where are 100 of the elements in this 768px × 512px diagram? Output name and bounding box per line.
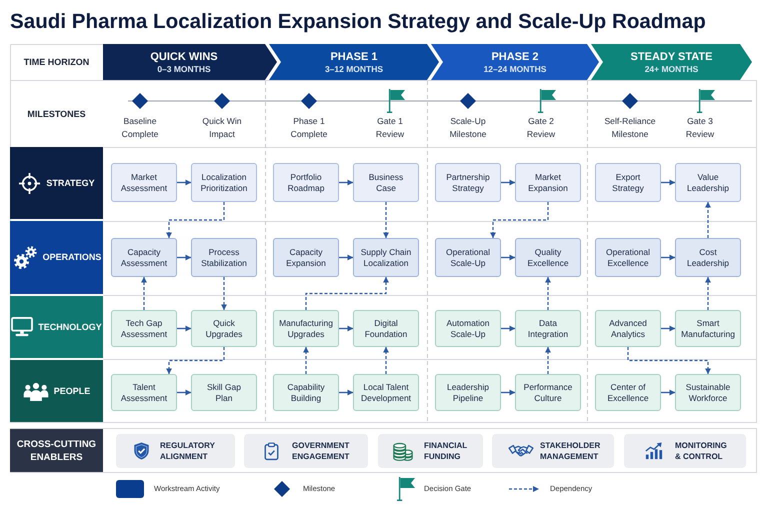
activity-box: Tech Gap Assessment (111, 310, 177, 347)
activity-box: Skill Gap Plan (191, 374, 257, 411)
activity-box: Supply Chain Localization (353, 238, 419, 277)
milestone-label: Phase 1 Complete (290, 115, 328, 140)
phase-title: PHASE 2 (491, 50, 539, 64)
activity-box: Capability Building (273, 374, 339, 411)
phase-title: STEADY STATE (630, 50, 712, 64)
phase-duration: 3–12 MONTHS (324, 64, 384, 74)
activity-box: Manufacturing Upgrades (273, 310, 339, 347)
activity-box: Smart Manufacturing (675, 310, 741, 347)
diamond-icon (132, 93, 148, 109)
activity-box: Performance Culture (515, 374, 581, 411)
enabler-label: MONITORING & CONTROL (675, 440, 728, 462)
arrow (501, 254, 516, 260)
arrow (661, 390, 676, 396)
dependency-arrow (221, 277, 227, 310)
dependency-arrow (303, 346, 309, 374)
milestone-label: Gate 2 Review (526, 115, 556, 140)
arrow (177, 254, 192, 260)
enabler-label: GOVERNMENT ENGAGEMENT (292, 440, 350, 462)
dependency-arrow (383, 346, 389, 374)
phase-header (103, 44, 277, 80)
row-header-label: STRATEGY (46, 178, 95, 188)
row-header-label: TECHNOLOGY (38, 322, 102, 332)
activity-box: Export Strategy (595, 163, 661, 202)
activity-box: Value Leadership (675, 163, 741, 202)
activity-box: Sustainable Workforce (675, 374, 741, 411)
phase-title: PHASE 1 (330, 50, 378, 64)
arrow (501, 326, 516, 332)
dependency-arrow (705, 276, 711, 310)
enabler-label: REGULATORY ALIGNMENT (160, 440, 216, 462)
activity-box: Quality Excellence (515, 238, 581, 277)
diamond-icon (214, 93, 230, 109)
dependency-arrow (305, 276, 389, 310)
enabler-card (378, 434, 483, 468)
title: Saudi Pharma Localization Expansion Strategy and Scale-Up Roadmap (10, 9, 706, 35)
row-header (10, 147, 103, 219)
arrow (339, 254, 354, 260)
diamond-icon (622, 93, 638, 109)
row-label: TIME HORIZON (24, 57, 90, 67)
activity-box: Advanced Analytics (595, 310, 661, 347)
enablers-header: CROSS-CUTTING ENABLERS (10, 429, 103, 472)
phase-title: QUICK WINS (150, 50, 218, 64)
activity-box: Automation Scale-Up (435, 310, 501, 347)
activity-box: Center of Excellence (595, 374, 661, 411)
enabler-card (492, 434, 614, 468)
row-header (10, 221, 103, 294)
arrow (661, 326, 676, 332)
activity-box: Operational Excellence (595, 238, 661, 277)
activity-box: Localization Prioritization (191, 163, 257, 202)
activity-box: Process Stabilization (191, 238, 257, 277)
activity-box: Digital Foundation (353, 310, 419, 347)
activity-box: Portfolio Roadmap (273, 163, 339, 202)
milestone-label: Gate 1 Review (374, 115, 406, 140)
enabler-card (244, 434, 368, 468)
activity-box: Talent Assessment (111, 374, 177, 411)
activity-box: Local Talent Development (353, 374, 419, 411)
activity-box: Quick Upgrades (191, 310, 257, 347)
arrow (661, 180, 676, 186)
arrow (501, 180, 516, 186)
row-header-label: OPERATIONS (42, 252, 102, 263)
milestone-label: Scale-Up Milestone (448, 115, 488, 140)
phase-duration: 12–24 MONTHS (484, 64, 546, 74)
dependency-arrow (141, 276, 147, 310)
dependency-arrow (166, 347, 225, 374)
enabler-card (624, 434, 746, 468)
dependency-arrow (705, 202, 711, 238)
phase-duration: 24+ MONTHS (644, 64, 698, 74)
arrow (339, 180, 354, 186)
row-header-label: PEOPLE (54, 386, 90, 396)
arrow (339, 390, 354, 396)
activity-box: Cost Leadership (675, 238, 741, 277)
dependency-arrow (545, 346, 551, 374)
activity-box: Market Expansion (515, 163, 581, 202)
milestone-label: Self-Reliance Milestone (603, 115, 657, 140)
activity-box: Business Case (353, 163, 419, 202)
activity-box: Capacity Expansion (273, 238, 339, 277)
milestone-label: Quick Win Impact (201, 115, 243, 140)
enabler-label: STAKEHOLDER MANAGEMENT (540, 440, 602, 462)
dependency-arrow (627, 347, 711, 374)
flag-icon (697, 89, 716, 113)
dependency-arrow (383, 202, 389, 238)
phase-duration: 0–3 MONTHS (157, 64, 211, 74)
activity-box: Operational Scale-Up (435, 238, 501, 277)
phase-header (269, 44, 439, 80)
arrow (177, 390, 192, 396)
dependency-arrow (490, 202, 549, 238)
dependency-arrow (545, 276, 551, 310)
activity-box: Partnership Strategy (435, 163, 501, 202)
arrow (339, 326, 354, 332)
row-header (10, 296, 103, 358)
phase-header (591, 44, 752, 80)
enabler-label: FINANCIAL FUNDING (424, 440, 468, 462)
activity-box: Leadership Pipeline (435, 374, 501, 411)
row-label: MILESTONES (27, 108, 86, 118)
activity-box: Capacity Assessment (111, 238, 177, 277)
diamond-icon (460, 93, 476, 109)
flag-icon (387, 89, 406, 113)
milestone-label: Gate 3 Review (684, 115, 716, 140)
arrow (661, 254, 676, 260)
